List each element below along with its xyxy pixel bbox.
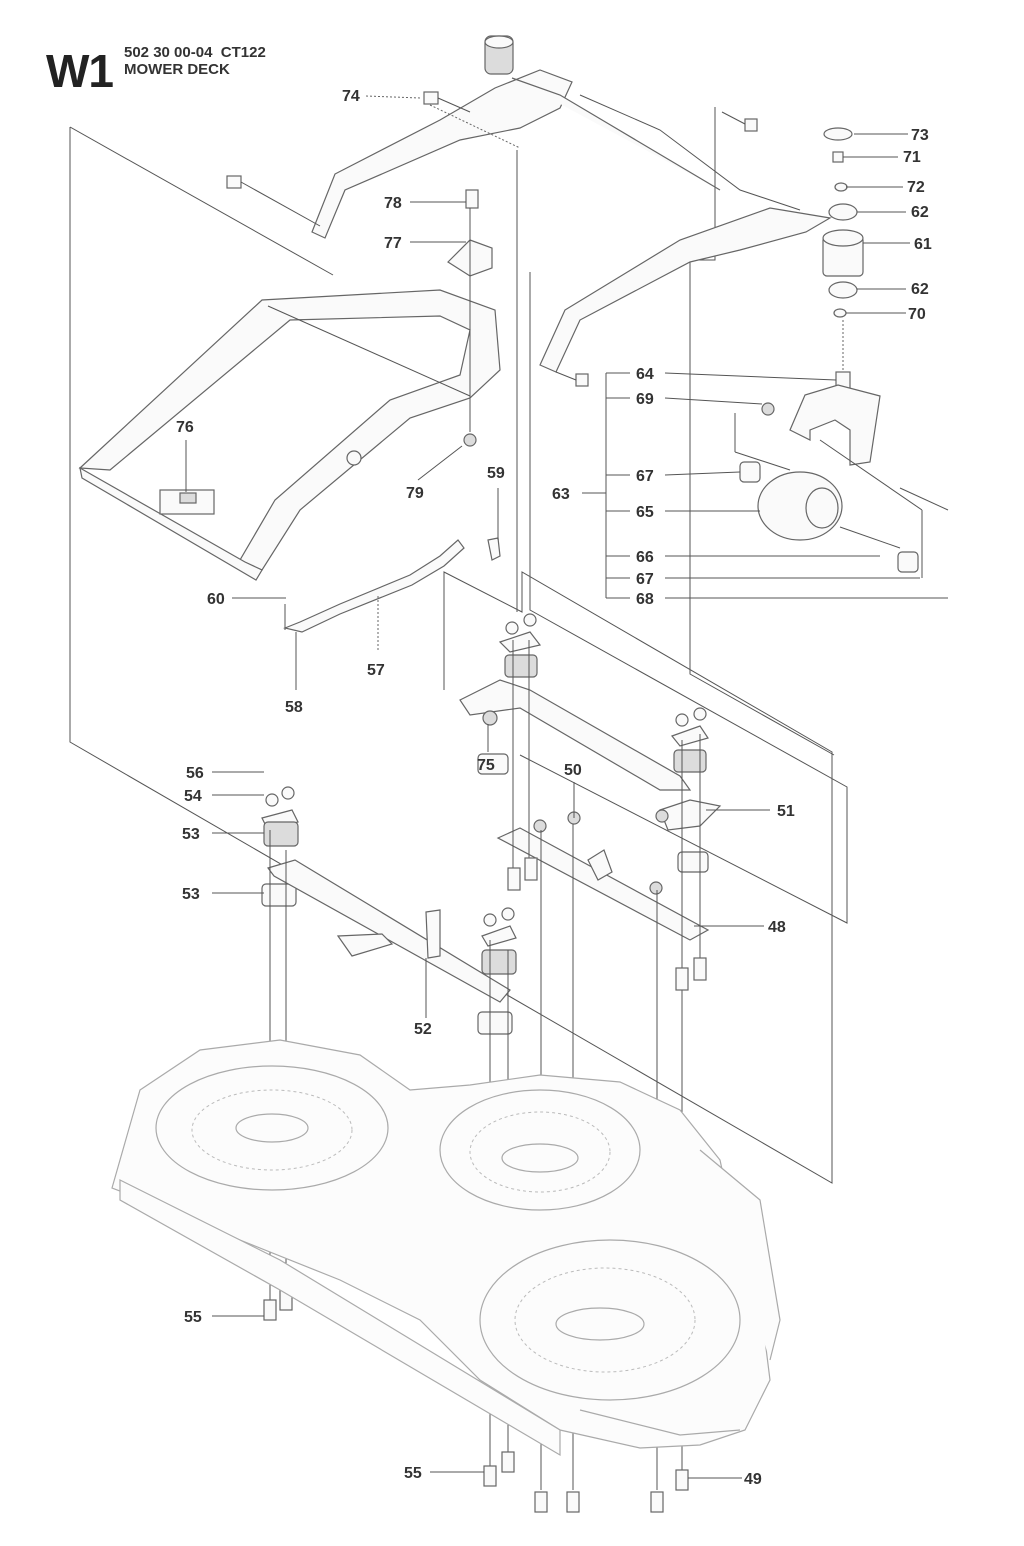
- model-name: CT122: [220, 44, 266, 61]
- diagram-title: MOWER DECK: [124, 61, 230, 78]
- diagram-code: W1: [46, 45, 114, 97]
- callout-56: 56: [186, 765, 204, 782]
- callout-55-left: 55: [184, 1309, 202, 1326]
- center-bracket: [496, 811, 710, 941]
- callout-62-lower: 62: [911, 281, 929, 298]
- adjustment-rod-assembly: [283, 537, 501, 633]
- callout-77: 77: [384, 235, 402, 252]
- callout-55-bottom: 55: [404, 1465, 422, 1482]
- callout-51: 51: [777, 803, 795, 820]
- callout-leaders: [185, 95, 948, 1479]
- spring-bracket-assembly: [447, 189, 493, 447]
- lift-arm-right: [539, 94, 832, 373]
- callout-79: 79: [406, 485, 424, 502]
- callout-49: 49: [744, 1471, 762, 1488]
- callout-53-lower: 53: [182, 886, 200, 903]
- callout-65: 65: [636, 504, 654, 521]
- front-lift-shaft: [267, 859, 511, 1003]
- callout-73: 73: [911, 127, 929, 144]
- callout-68: 68: [636, 591, 654, 608]
- part-number-header: 502 30 00-04 CT122: [124, 44, 266, 61]
- callout-62-upper: 62: [911, 204, 929, 221]
- callout-75: 75: [477, 757, 495, 774]
- callout-labels: 74 73 71 72 62 61 62 70 78 77 64 69 76 6…: [176, 88, 932, 1488]
- lift-arm-left: [311, 35, 721, 239]
- rear-lift-shaft: [459, 679, 722, 831]
- callout-50: 50: [564, 762, 582, 779]
- part-number: 502 30 00-04: [124, 44, 213, 61]
- callout-58: 58: [285, 699, 303, 716]
- callout-60: 60: [207, 591, 225, 608]
- callout-76: 76: [176, 419, 194, 436]
- callout-74: 74: [342, 88, 360, 105]
- callout-59: 59: [487, 465, 505, 482]
- callout-63: 63: [552, 486, 570, 503]
- mower-deck-shell: [111, 1039, 781, 1457]
- callout-57: 57: [367, 662, 385, 679]
- callout-67-upper: 67: [636, 468, 654, 485]
- callout-69: 69: [636, 391, 654, 408]
- callout-54: 54: [184, 788, 202, 805]
- callout-52: 52: [414, 1021, 432, 1038]
- callout-61: 61: [914, 236, 932, 253]
- callout-72: 72: [907, 179, 925, 196]
- callout-67-lower: 67: [636, 571, 654, 588]
- front-deck-frame: [78, 289, 501, 581]
- callout-70: 70: [908, 306, 926, 323]
- callout-78: 78: [384, 195, 402, 212]
- callout-71: 71: [903, 149, 921, 166]
- callout-64: 64: [636, 366, 654, 383]
- bushing-sets: [261, 613, 709, 1035]
- callout-53-upper: 53: [182, 826, 200, 843]
- caster-wheel-assembly: [734, 127, 949, 578]
- bolts-top: [226, 91, 758, 387]
- callout-66: 66: [636, 549, 654, 566]
- callout-48: 48: [768, 919, 786, 936]
